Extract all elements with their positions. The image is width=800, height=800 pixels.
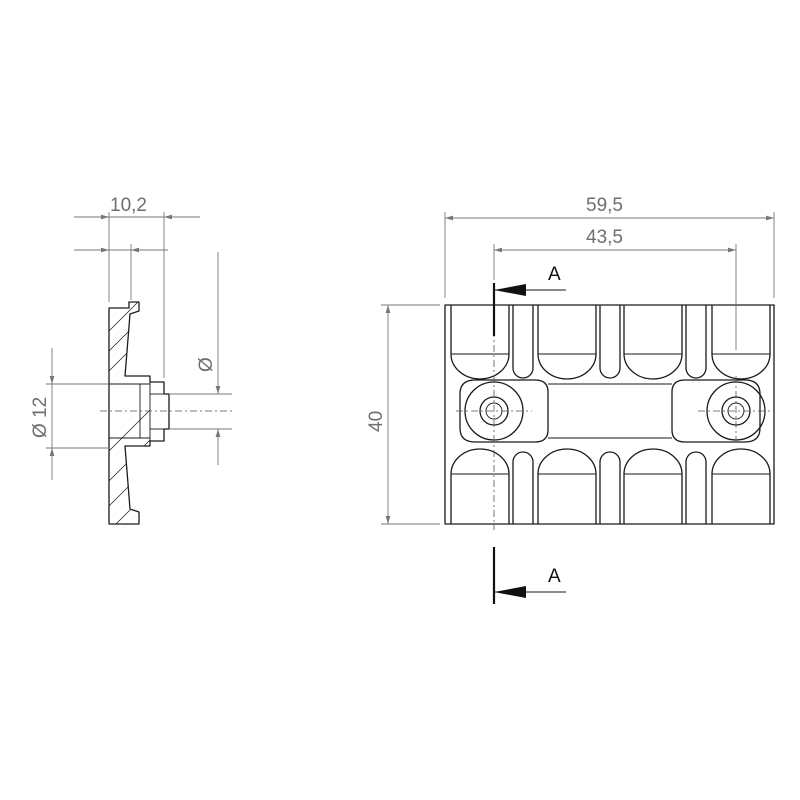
dim-diameter-12-label: Ø 12 xyxy=(30,397,51,438)
side-view-outline xyxy=(108,301,170,525)
dim-hole-spacing-label: 43,5 xyxy=(586,227,623,248)
dim-height-label: 40 xyxy=(366,411,387,432)
lower-pockets xyxy=(450,448,771,524)
dim-diameter-large-label: Ø xyxy=(196,357,217,372)
section-label-top: A xyxy=(548,264,561,285)
front-view: 59,5 43,5 40 A A xyxy=(366,195,775,604)
section-marker-bottom: A xyxy=(492,547,566,604)
dim-thickness-label: 10,2 xyxy=(110,195,147,216)
section-marker-top: A xyxy=(492,264,566,336)
side-view: 10,2 Ø 12 Ø xyxy=(30,195,232,525)
plate-outline xyxy=(444,304,775,525)
upper-pockets xyxy=(450,305,771,380)
dim-overall-width-label: 59,5 xyxy=(586,195,623,216)
section-label-bottom: A xyxy=(548,566,561,587)
central-web xyxy=(459,379,549,443)
section-hatching xyxy=(109,302,150,524)
